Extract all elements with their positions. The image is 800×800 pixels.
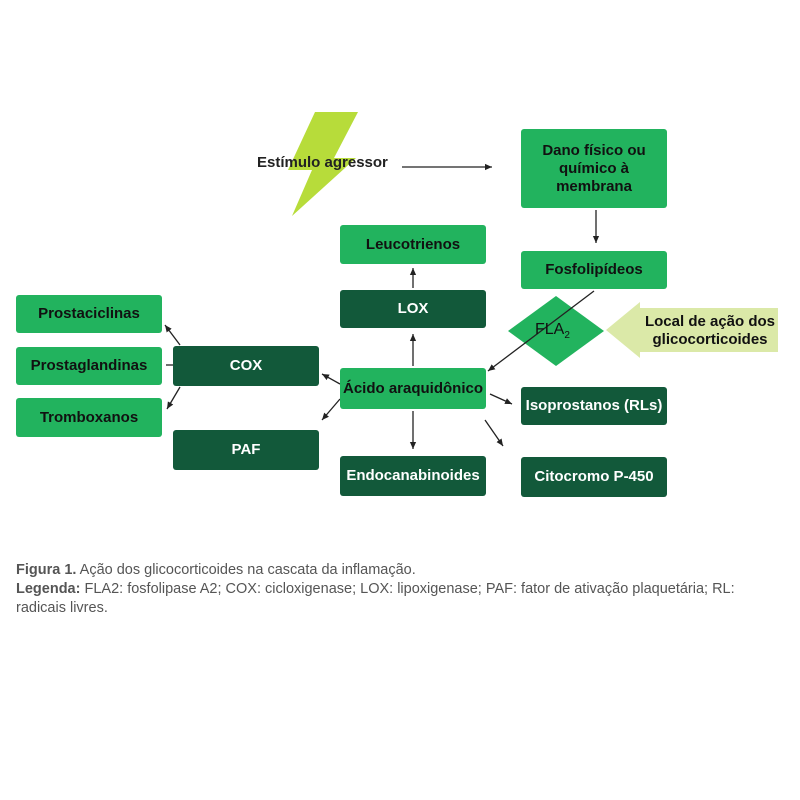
legend-text: FLA2: fosfolipase A2; COX: cicloxigenase…	[16, 581, 735, 616]
fla2-diamond	[508, 296, 604, 366]
legend-line: Legenda: FLA2: fosfolipase A2; COX: cicl…	[16, 580, 786, 618]
figure-label: Figura 1.	[16, 562, 77, 578]
fla2-subscript: 2	[564, 330, 570, 342]
lightning-bolt-icon	[288, 112, 358, 216]
action-site-arrow	[606, 302, 778, 358]
lox-box: LOX	[340, 290, 486, 328]
prostaglandinas-box: Prostaglandinas	[16, 347, 162, 385]
arrow-cox-tromboxanos	[166, 386, 181, 410]
fosfolipideos-box: Fosfolipídeos	[521, 251, 667, 289]
tromboxanos-box: Tromboxanos	[16, 398, 162, 437]
arrow-acido-isoprostanos	[489, 393, 513, 405]
arrow-fosfolipideos-acido	[487, 290, 595, 372]
stimulus-label: Estímulo agressor	[257, 154, 388, 171]
figure-text: Ação dos glicocorticoides na cascata da …	[76, 562, 416, 578]
arrow-acido-paf	[321, 398, 341, 421]
paf-box: PAF	[173, 430, 319, 470]
fla2-label: FLA2	[535, 321, 570, 341]
isoprostanos-box: Isoprostanos (RLs)	[521, 387, 667, 425]
leucotrienos-box: Leucotrienos	[340, 225, 486, 264]
prostaciclinas-box: Prostaciclinas	[16, 295, 162, 333]
arrow-acido-citocromo	[484, 419, 504, 447]
legend-label: Legenda:	[16, 581, 81, 597]
fla2-text: FLA	[535, 321, 565, 338]
acido-araquidonico-box: Ácido araquidônico	[340, 368, 486, 409]
dano-membrana-box: Dano físico ou químico à membrana	[521, 129, 667, 208]
cox-box: COX	[173, 346, 319, 386]
figure-caption: Figura 1. Ação dos glicocorticoides na c…	[16, 561, 786, 618]
endocanabinoides-box: Endocanabinoides	[340, 456, 486, 496]
local-acao-label: Local de ação dos glicocorticoides	[644, 313, 776, 348]
arrow-acido-cox	[321, 373, 341, 385]
figure-title-line: Figura 1. Ação dos glicocorticoides na c…	[16, 561, 786, 580]
arrow-cox-prostaciclinas	[164, 324, 181, 346]
citocromo-box: Citocromo P-450	[521, 457, 667, 497]
